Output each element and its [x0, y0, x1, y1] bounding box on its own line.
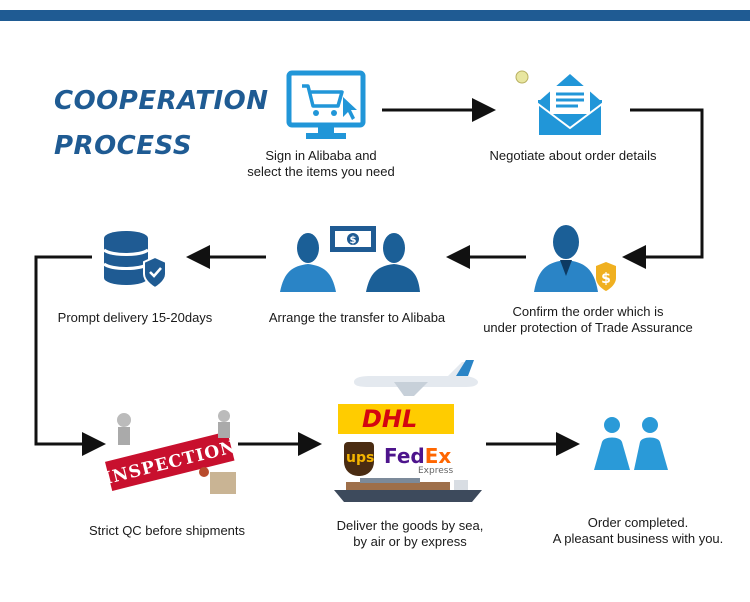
money-transfer-icon: $ — [280, 226, 420, 292]
step-caption-qc: Strict QC before shipments — [82, 523, 252, 539]
fedex-logo: FedEx Express — [384, 444, 454, 476]
caption-line: Sign in Alibaba and — [265, 148, 377, 163]
caption-line: Order completed. — [587, 515, 689, 530]
two-people-icon — [594, 417, 668, 470]
page-title-line-1: COOPERATION — [54, 86, 269, 116]
page-title-line-2: PROCESS — [54, 131, 193, 161]
top-banner-bar — [0, 10, 750, 21]
caption-line: Negotiate about order details — [489, 148, 657, 163]
dhl-logo: DHL — [338, 404, 454, 434]
ups-logo: ups — [344, 442, 374, 476]
caption-line: Confirm the order which is — [512, 304, 664, 319]
svg-text:$: $ — [601, 271, 611, 287]
step-caption-completed: Order completed. A pleasant business wit… — [538, 515, 738, 547]
caption-line: Arrange the transfer to Alibaba — [268, 310, 446, 325]
step-caption-delivery: Prompt delivery 15-20days — [50, 310, 220, 326]
caption-line: under protection of Trade Assurance — [483, 320, 693, 335]
step-caption-confirm: Confirm the order which is under protect… — [478, 304, 698, 336]
caption-line: A pleasant business with you. — [552, 531, 724, 546]
airplane-icon — [354, 360, 478, 396]
caption-line: select the items you need — [247, 164, 395, 179]
caption-line: Prompt delivery 15-20days — [57, 310, 213, 325]
agent-shield-icon: $ — [534, 225, 616, 292]
cargo-ship-icon — [334, 478, 482, 502]
shipping-carriers-icon: DHL ups FedEx Express — [330, 360, 490, 504]
arrow-step5-to-step6 — [34, 255, 106, 456]
envelope-message-icon — [515, 70, 603, 137]
caption-line: by air or by express — [353, 534, 467, 549]
caption-line: Deliver the goods by sea, — [336, 518, 484, 533]
step-caption-negotiate: Negotiate about order details — [488, 148, 658, 164]
step-caption-transfer: Arrange the transfer to Alibaba — [262, 310, 452, 326]
caption-line: Strict QC before shipments — [88, 523, 246, 538]
svg-text:$: $ — [350, 235, 357, 246]
step-caption-sign-in: Sign in Alibaba and select the items you… — [246, 148, 396, 180]
shopping-cart-monitor-icon — [286, 70, 366, 139]
inspection-stamp-icon: INSPECTION — [102, 410, 239, 494]
step-caption-deliver-goods: Deliver the goods by sea, by air or by e… — [330, 518, 490, 550]
database-shield-icon — [103, 231, 167, 290]
arrow-step2-to-step3 — [622, 108, 704, 269]
